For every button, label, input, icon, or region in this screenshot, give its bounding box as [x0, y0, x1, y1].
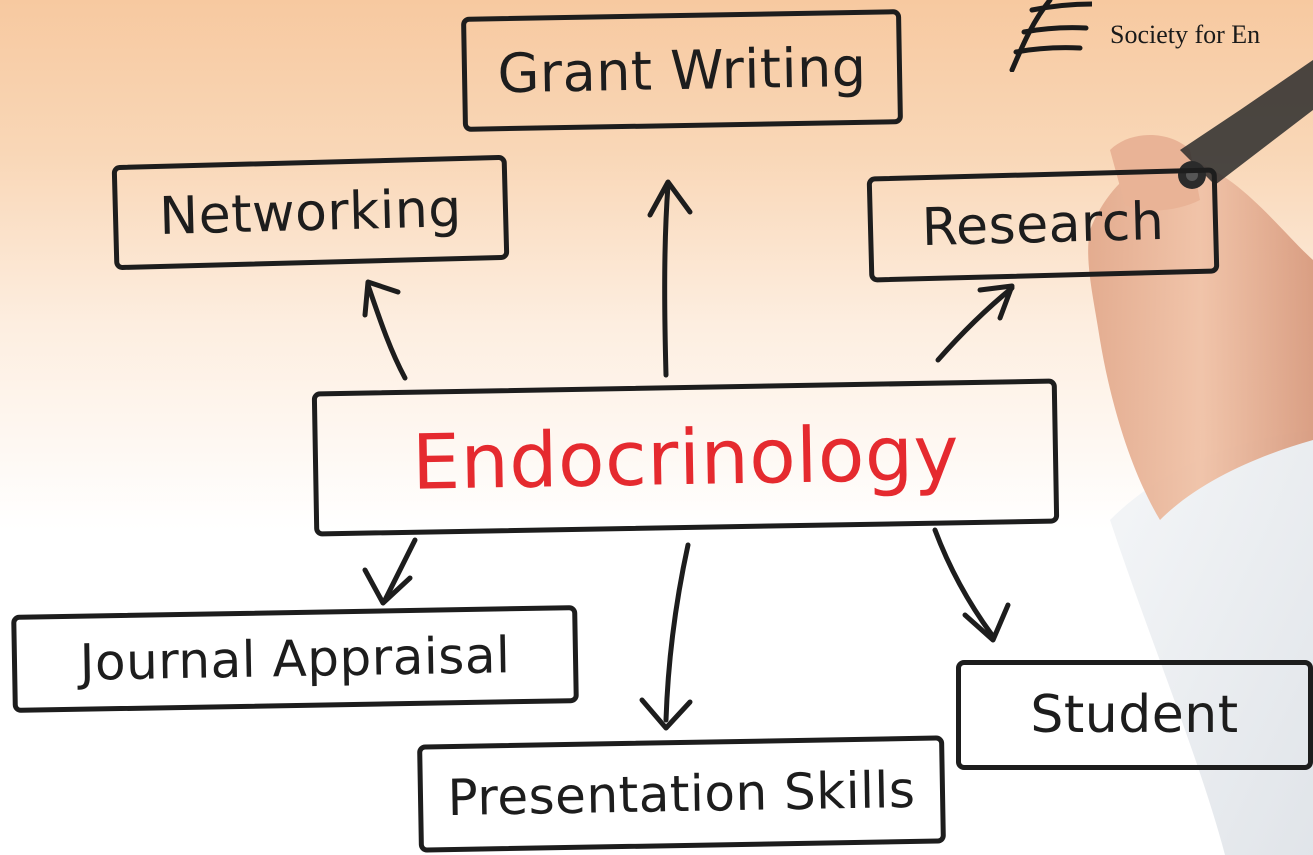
node-grant-writing-label: Grant Writing [497, 36, 867, 105]
node-journal-appraisal-label: Journal Appraisal [79, 626, 511, 692]
node-presentation-skills: Presentation Skills [417, 735, 946, 852]
node-student-label: Student [1030, 685, 1238, 745]
node-endocrinology-center: Endocrinology [312, 379, 1059, 537]
node-research: Research [867, 167, 1220, 282]
arrowhead-student [965, 605, 1008, 640]
node-endocrinology-label: Endocrinology [411, 408, 960, 507]
node-research-label: Research [921, 192, 1165, 258]
arrowhead-journal [365, 570, 410, 603]
society-logo-text: Society for En [1110, 20, 1260, 50]
arrow-to-networking [368, 285, 405, 378]
arrow-to-student [935, 530, 992, 635]
society-logo: Society for En [1002, 0, 1313, 70]
node-grant-writing: Grant Writing [461, 9, 903, 132]
arrow-to-presentation-skills [666, 545, 688, 720]
node-networking: Networking [112, 155, 510, 270]
node-networking-label: Networking [159, 179, 463, 247]
arrowhead-networking [365, 282, 398, 315]
arrow-to-research [938, 288, 1012, 360]
node-student: Student [956, 660, 1313, 770]
arrowhead-grant-writing [650, 182, 690, 215]
arrow-to-grant-writing [665, 185, 668, 375]
arrow-to-journal-appraisal [385, 540, 415, 600]
node-journal-appraisal: Journal Appraisal [11, 605, 579, 713]
society-logo-mark-icon [1002, 0, 1092, 72]
node-presentation-skills-label: Presentation Skills [447, 761, 916, 827]
